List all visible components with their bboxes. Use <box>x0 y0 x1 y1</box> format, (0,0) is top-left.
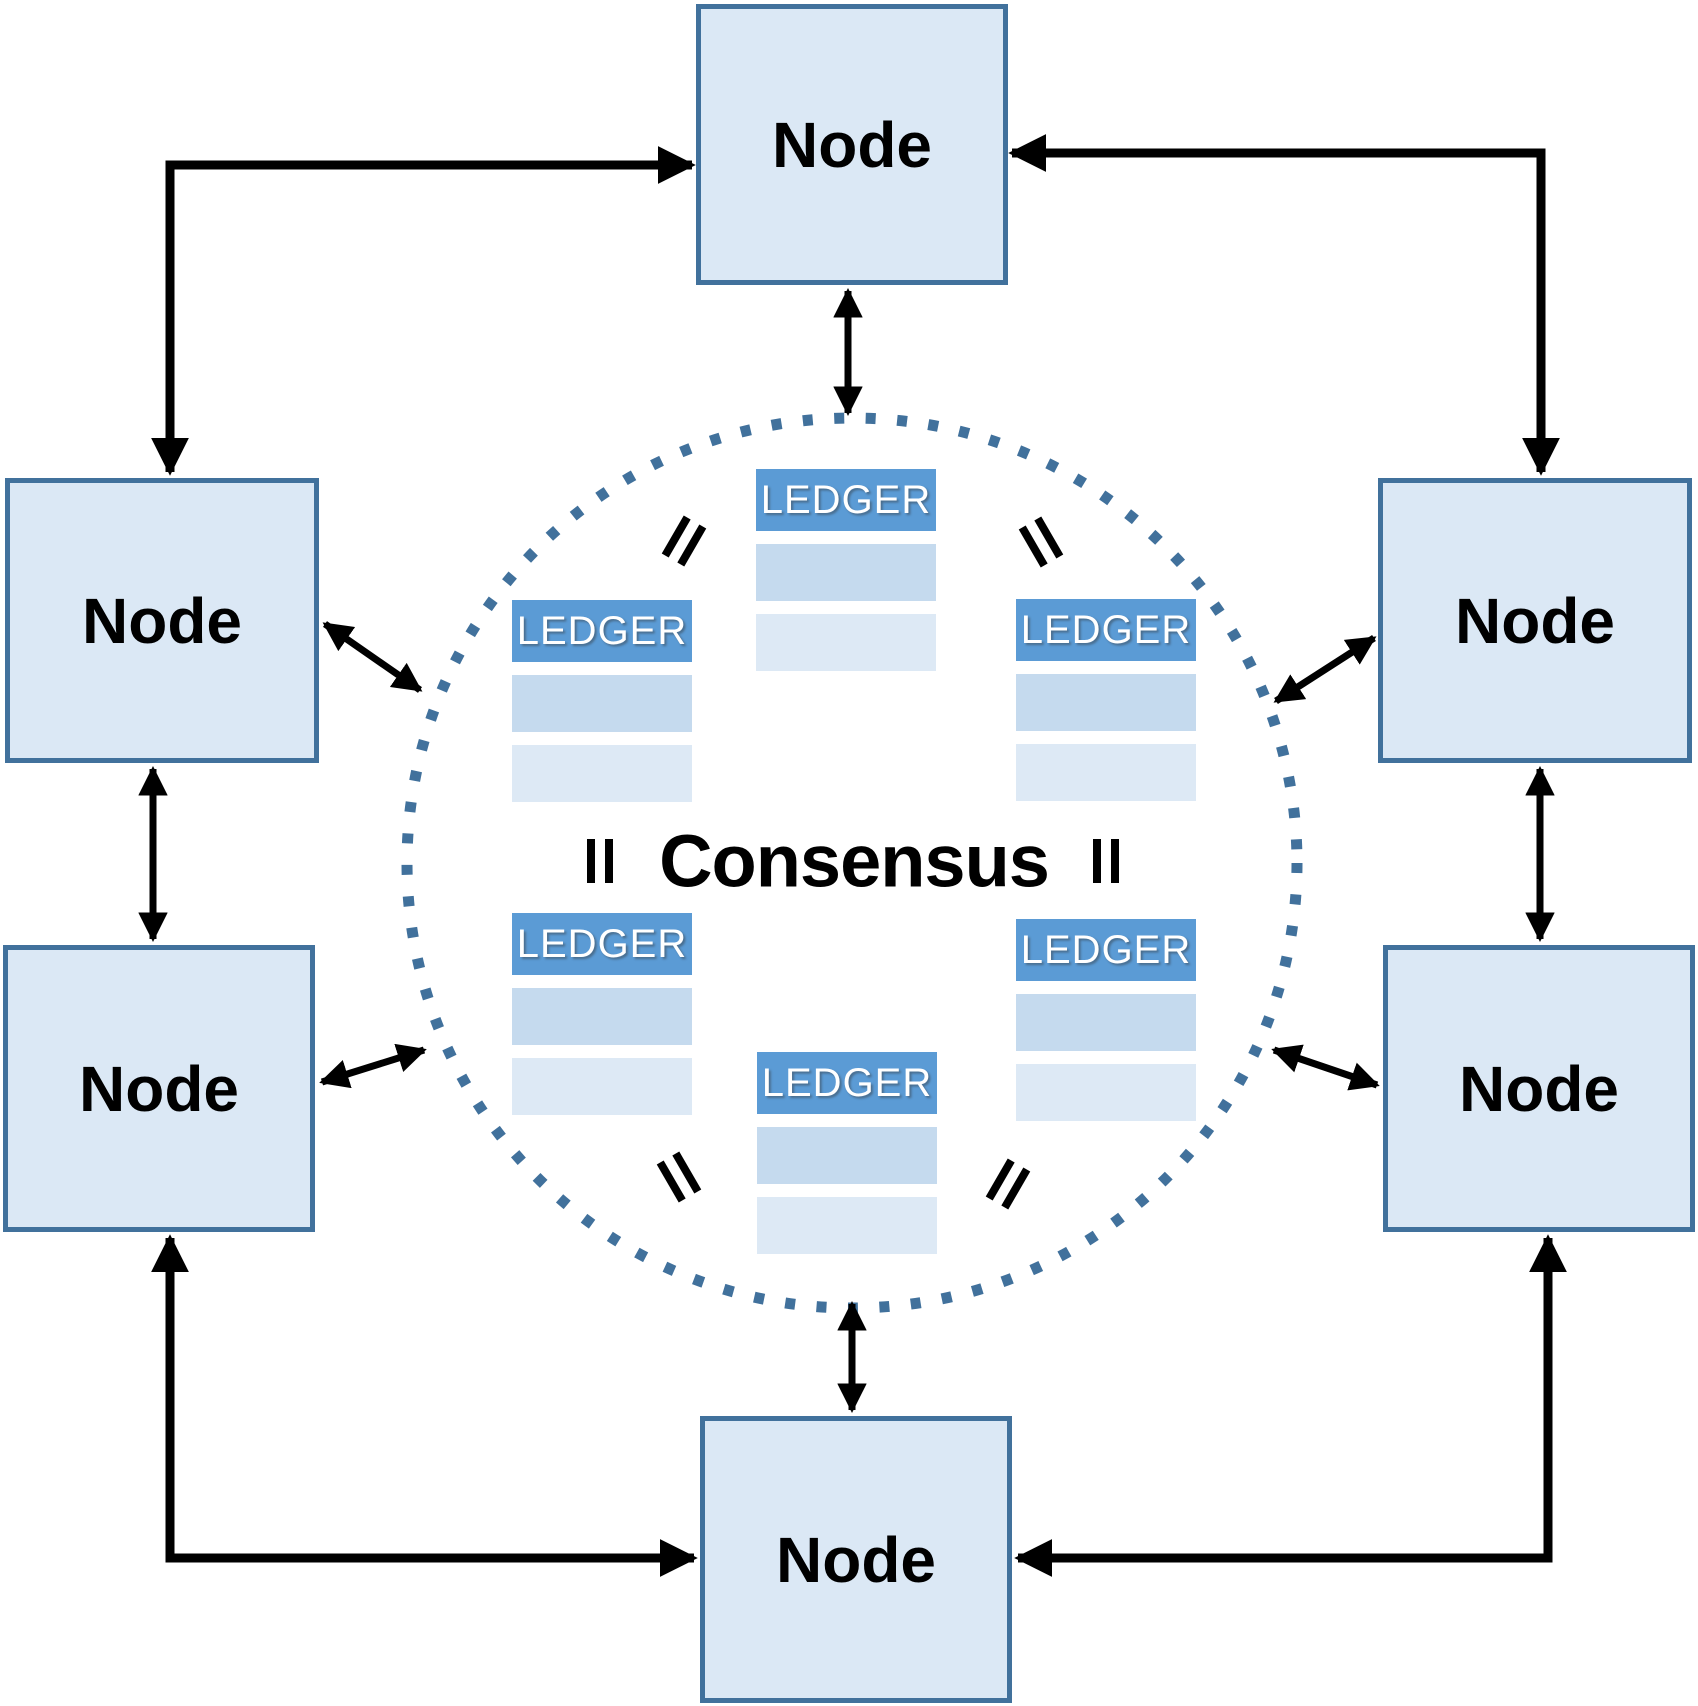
node-box-right-upper: Node <box>1378 478 1692 763</box>
ledger-row <box>1016 1064 1196 1121</box>
ledger-row <box>512 675 692 732</box>
arrow-leftupper-node-circle <box>322 621 423 693</box>
ledger-row <box>1016 994 1196 1051</box>
arrow-rightlower-node-circle <box>1271 1044 1380 1091</box>
ledger-bottom-center: LEDGER <box>757 1052 937 1254</box>
ledger-header: LEDGER <box>512 600 692 662</box>
node-label: Node <box>1455 584 1615 657</box>
ledger-right-lower: LEDGER <box>1016 919 1196 1121</box>
ledger-row <box>756 544 936 601</box>
ledger-header: LEDGER <box>757 1052 937 1114</box>
node-label: Node <box>1459 1052 1619 1125</box>
ledger-header: LEDGER <box>1016 599 1196 661</box>
node-label: Node <box>776 1523 936 1596</box>
consensus-label: Consensus <box>659 819 1050 903</box>
node-box-right-lower: Node <box>1383 945 1695 1232</box>
ledger-header: LEDGER <box>756 469 936 531</box>
ledger-header: LEDGER <box>512 913 692 975</box>
ledger-header: LEDGER <box>1016 919 1196 981</box>
ledger-row <box>512 1058 692 1115</box>
ledger-row <box>757 1127 937 1184</box>
ledger-row <box>756 614 936 671</box>
arrow-rightupper-node-circle <box>1273 635 1377 704</box>
arrow-topright-elbow <box>1008 134 1560 476</box>
ledger-top-center: LEDGER <box>756 469 936 671</box>
ledger-left-upper: LEDGER <box>512 600 692 802</box>
ledger-left-lower: LEDGER <box>512 913 692 1115</box>
ledger-right-upper: LEDGER <box>1016 599 1196 801</box>
node-label: Node <box>79 1052 239 1125</box>
node-label: Node <box>82 584 242 657</box>
node-box-left-upper: Node <box>5 478 319 763</box>
ledger-row <box>1016 744 1196 801</box>
equals-sign-mid-left <box>587 839 613 883</box>
ledger-row <box>757 1197 937 1254</box>
ledger-row <box>1016 674 1196 731</box>
node-box-top: Node <box>696 4 1008 285</box>
arrow-topleft-elbow <box>151 146 696 476</box>
equals-sign-mid-right <box>1093 839 1119 883</box>
arrow-leftlower-node-circle <box>319 1043 427 1089</box>
node-box-bottom: Node <box>700 1416 1012 1703</box>
ledger-row <box>512 745 692 802</box>
ledger-row <box>512 988 692 1045</box>
node-box-left-lower: Node <box>3 945 315 1232</box>
arrow-bottomright-elbow <box>1014 1234 1567 1577</box>
node-label: Node <box>772 108 932 181</box>
arrow-bottomleft-elbow <box>151 1234 698 1577</box>
